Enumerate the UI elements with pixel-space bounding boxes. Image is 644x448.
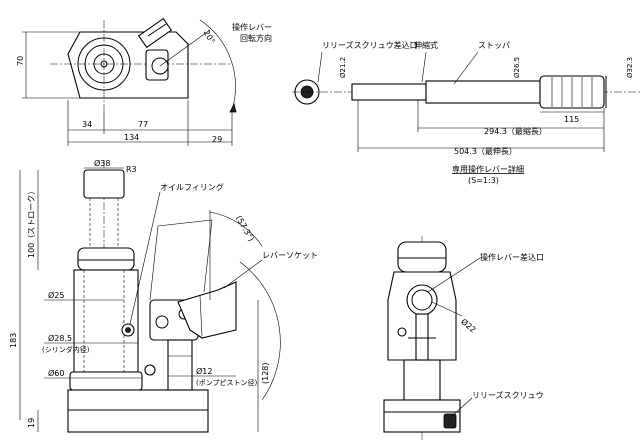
dim-128-label: (128) bbox=[261, 362, 270, 384]
r3-label: R3 bbox=[126, 165, 137, 174]
lever-port-leader bbox=[427, 257, 481, 293]
lever-detail-scale: (S=1:3) bbox=[468, 176, 499, 185]
ram-center-circle bbox=[100, 60, 108, 68]
lever-port-inner bbox=[411, 289, 433, 311]
dia-22-label: Ø22 bbox=[459, 316, 478, 334]
angle-arc-57 bbox=[209, 211, 263, 247]
top-view-base-outline bbox=[67, 31, 189, 99]
pump-piston bbox=[167, 339, 193, 391]
stopper-leader bbox=[453, 51, 479, 85]
rotation-arrow-head bbox=[229, 102, 237, 113]
pump-pivot-1 bbox=[155, 315, 169, 329]
dia-12-label: Ø12 bbox=[196, 366, 212, 376]
lever-inner-tube bbox=[351, 83, 427, 101]
oil-filling-leader bbox=[129, 191, 161, 325]
side-pump-stem bbox=[415, 313, 429, 361]
top-view: 20° 操作レバー 回転方向 70 34 77 29 134 bbox=[16, 17, 272, 146]
cylinder-bottom-ring bbox=[69, 371, 143, 391]
ram-inner-circle bbox=[93, 53, 115, 75]
dim-183-label: 183 bbox=[9, 333, 18, 348]
lever-socket-leader bbox=[223, 259, 263, 289]
release-port-leader bbox=[317, 51, 323, 83]
dim-29-label: 29 bbox=[212, 135, 222, 144]
rotation-note-line-2: 回転方向 bbox=[240, 33, 272, 43]
lever-socket bbox=[177, 281, 237, 339]
oil-filling-label: オイルフィリング bbox=[160, 182, 224, 192]
angle-ref-line bbox=[159, 29, 211, 67]
lever-socket-line bbox=[199, 295, 203, 337]
dim-115-label: 115 bbox=[564, 115, 579, 124]
side-oil-plug bbox=[397, 327, 407, 337]
lever-port-label: 操作レバー差込口 bbox=[480, 252, 544, 262]
side-ram-head bbox=[397, 241, 447, 273]
lever-detail-title: 専用操作レバー詳細 bbox=[452, 164, 524, 174]
dim-34-label: 34 bbox=[82, 120, 92, 129]
dim-77-label: 77 bbox=[138, 120, 148, 129]
cylinder-body bbox=[73, 269, 139, 373]
dia-60-label: Ø60 bbox=[48, 368, 64, 378]
raised-lever-outline bbox=[149, 219, 213, 301]
release-screw-leader bbox=[451, 397, 473, 417]
ram-outer-circle bbox=[77, 37, 131, 91]
dim-504-label: 504.3（最伸長） bbox=[454, 146, 517, 156]
lever-middle-tube bbox=[425, 80, 541, 104]
ram-cap bbox=[83, 169, 125, 199]
dim-70-label: 70 bbox=[16, 56, 25, 66]
dim-294-label: 294.3（最縮長） bbox=[484, 126, 547, 136]
dia-21-2-label: Ø21.2 bbox=[339, 57, 347, 78]
side-lower-body bbox=[403, 359, 441, 401]
cylinder-head bbox=[77, 247, 135, 271]
dim-19-label: 19 bbox=[27, 418, 36, 428]
pump-piston-label: (ポンプピストン径) bbox=[196, 378, 258, 387]
lever-swing-arc bbox=[239, 261, 281, 401]
cylinder-inner-label: (シリンダ内径) bbox=[42, 345, 90, 354]
angle-57-label: (57.3°) bbox=[234, 214, 256, 243]
front-base bbox=[67, 389, 209, 433]
release-screw-knob bbox=[443, 413, 457, 429]
stopper-label: ストッパ bbox=[478, 41, 510, 50]
release-link-pin bbox=[144, 364, 156, 376]
telescopic-label: 伸縮式 bbox=[414, 40, 438, 50]
rotation-note-line-1: 操作レバー bbox=[232, 22, 272, 32]
ram-middle-circle bbox=[84, 44, 124, 84]
telescopic-leader bbox=[421, 51, 427, 83]
dia-38-label: Ø38 bbox=[94, 158, 110, 168]
top-lever-socket bbox=[145, 49, 169, 81]
dia-26-5-label: Ø26.5 bbox=[513, 57, 521, 78]
dim-134-label: 134 bbox=[124, 133, 139, 142]
dia-32-3-label: Ø32.3 bbox=[626, 57, 634, 78]
lever-socket-label: レバーソケット bbox=[262, 251, 318, 260]
stroke-label: 100（ストローク） bbox=[27, 187, 36, 258]
top-lever-ribs bbox=[147, 23, 167, 37]
dia-28-5-label: Ø28.5 bbox=[48, 333, 72, 343]
side-view: 操作レバー差込口 Ø22 リリーズスクリュウ bbox=[383, 236, 544, 440]
release-port-label: リリーズスクリュウ差込口 bbox=[322, 40, 418, 50]
lever-detail: リリーズスクリュウ差込口 伸縮式 ストッパ Ø21.2 Ø26.5 Ø32.3 … bbox=[292, 40, 640, 185]
front-view: オイルフィリング レバーソケット (57.3°) Ø38 R3 100（ストロー… bbox=[9, 158, 318, 433]
angle-20-label: 20° bbox=[202, 29, 217, 46]
rotation-arc bbox=[199, 19, 236, 111]
release-screw-label: リリーズスクリュウ bbox=[472, 390, 544, 400]
oil-filling-core bbox=[125, 327, 131, 333]
top-socket-ring bbox=[151, 57, 169, 75]
dia-25-label: Ø25 bbox=[48, 290, 64, 300]
dia-22-leader bbox=[431, 301, 463, 317]
